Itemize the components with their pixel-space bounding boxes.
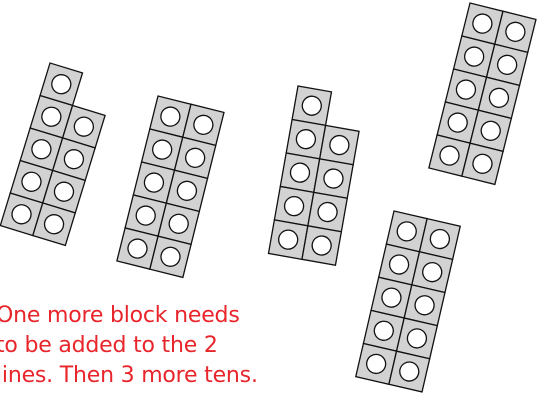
- hint-line-2: to be added to the 2: [0, 331, 296, 361]
- tower-ten-c: [356, 211, 460, 392]
- tower-ten-b: [429, 3, 536, 184]
- tower-ten-a: [117, 96, 224, 277]
- hint-text: One more block needs to be added to the …: [0, 301, 296, 391]
- tower-incomplete-middle: [268, 86, 364, 265]
- hint-line-1: One more block needs: [0, 301, 296, 331]
- hint-line-3: lines. Then 3 more tens.: [0, 361, 296, 391]
- tower-incomplete-left: [0, 63, 115, 245]
